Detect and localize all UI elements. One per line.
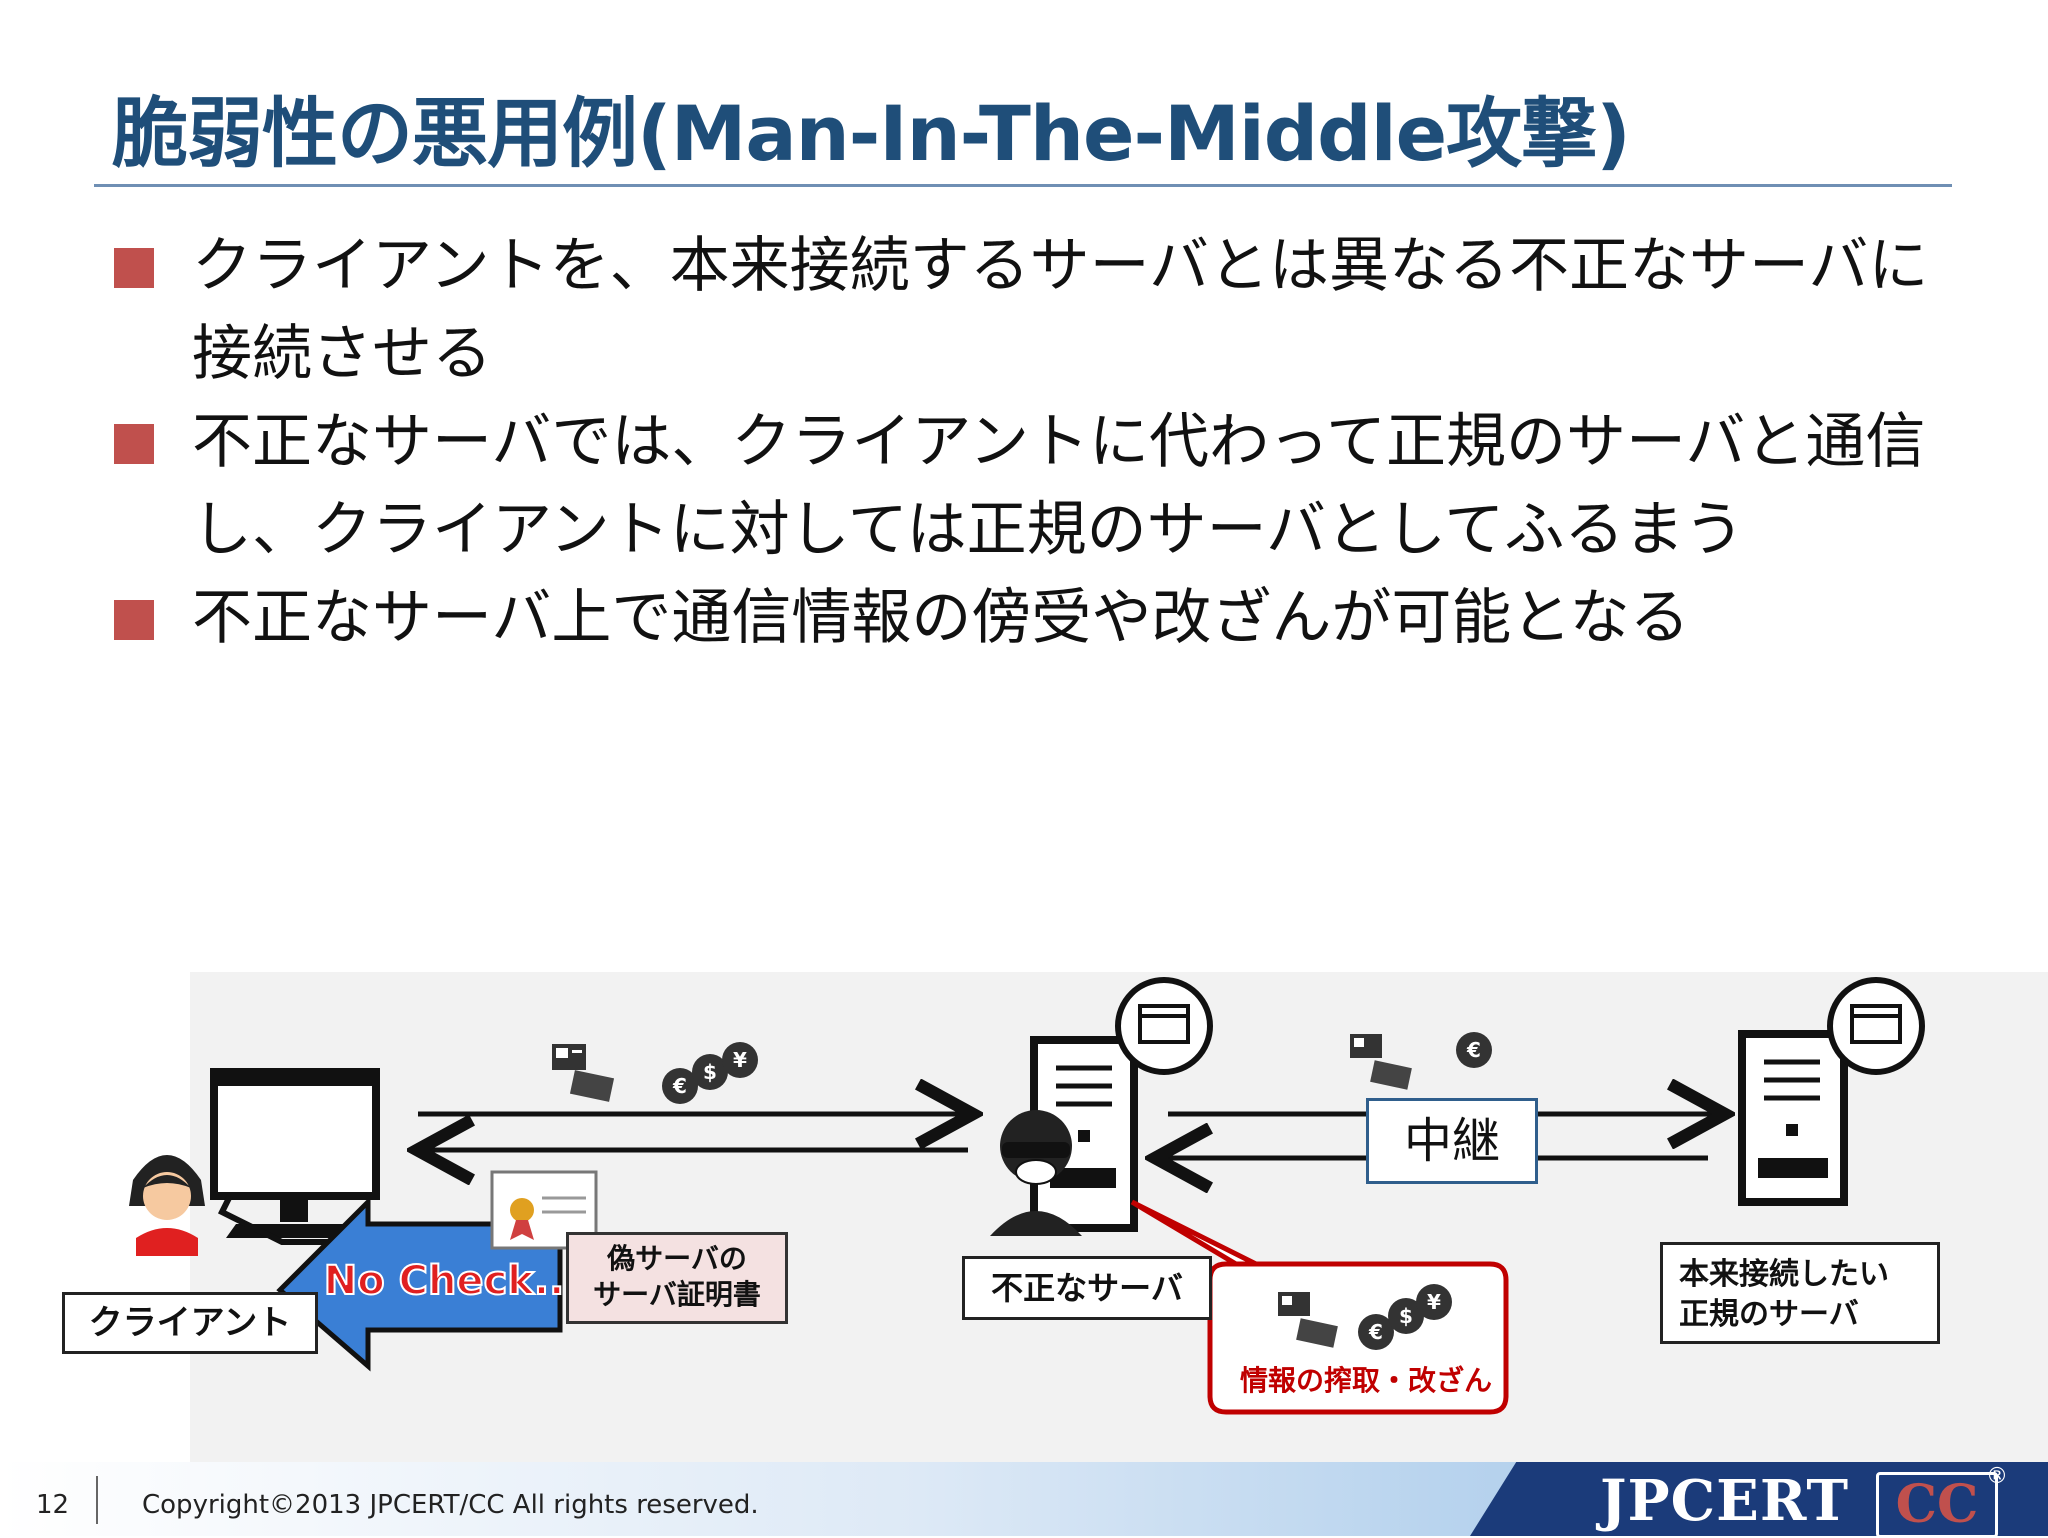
- id-card-icon: [552, 1044, 586, 1070]
- registered-mark: ®: [1986, 1464, 2008, 1489]
- money-bags-icon: [1358, 1284, 1452, 1350]
- money-bags-icon: [662, 1042, 758, 1104]
- square-bullet-icon: [114, 424, 154, 464]
- currency-symbol: $: [703, 1060, 717, 1084]
- jpcert-logo-text: JPCERT: [1600, 1468, 1850, 1534]
- bullet-item: 不正なサーバでは、クライアントに代わって正規のサーバと通信し、クライアントに対し…: [110, 398, 1930, 574]
- computer-monitor-icon: [210, 1068, 380, 1245]
- currency-symbol: ¥: [733, 1048, 747, 1072]
- browser-bubble-icon: [1827, 977, 1925, 1075]
- rogue-server-label: 不正なサーバ: [962, 1256, 1212, 1320]
- id-card-icon: [1350, 1034, 1382, 1058]
- theft-label: 情報の搾取・改ざん: [1240, 1364, 1492, 1397]
- currency-symbol: €: [672, 1074, 687, 1098]
- credit-card-icon: [1370, 1060, 1412, 1090]
- fake-cert-line1: 偽サーバの: [607, 1242, 747, 1275]
- bullet-text: クライアントを、本来接続するサーバとは異なる不正なサーバに接続させる: [192, 231, 1929, 389]
- fake-cert-label: 偽サーバの サーバ証明書: [566, 1232, 788, 1324]
- fake-cert-line2: サーバ証明書: [593, 1278, 761, 1311]
- legit-server-label: 本来接続したい 正規のサーバ: [1660, 1242, 1940, 1344]
- bullet-item: 不正なサーバ上で通信情報の傍受や改ざんが可能となる: [110, 574, 1930, 662]
- page-number: 12: [36, 1490, 70, 1520]
- client-person-icon: [129, 1155, 205, 1256]
- credit-card-icon: [569, 1070, 615, 1102]
- credit-card-icon: [1296, 1318, 1338, 1348]
- no-check-text: No Check..: [324, 1258, 565, 1304]
- bullet-list: クライアントを、本来接続するサーバとは異なる不正なサーバに接続させる 不正なサー…: [110, 222, 1930, 662]
- currency-symbol: ¥: [1427, 1290, 1441, 1314]
- money-bag-icon: [1456, 1032, 1492, 1068]
- bullet-text: 不正なサーバ上で通信情報の傍受や改ざんが可能となる: [192, 583, 1690, 653]
- bullet-text: 不正なサーバでは、クライアントに代わって正規のサーバと通信し、クライアントに対し…: [192, 407, 1926, 565]
- copyright-text: Copyright©2013 JPCERT/CC All rights rese…: [142, 1490, 759, 1520]
- id-card-icon: [1278, 1292, 1310, 1316]
- title-divider: [94, 184, 1952, 187]
- square-bullet-icon: [114, 248, 154, 288]
- theft-callout: [1130, 1199, 1509, 1415]
- slide-title: 脆弱性の悪用例(Man-In-The-Middle攻撃): [112, 89, 1631, 178]
- hacker-icon: [990, 1110, 1082, 1236]
- legit-server-icon: [1738, 1030, 1848, 1206]
- jpcert-logo-cc: CC: [1876, 1472, 1998, 1538]
- client-label: クライアント: [62, 1292, 318, 1354]
- relay-label: 中継: [1366, 1098, 1538, 1184]
- browser-bubble-icon: [1115, 977, 1213, 1075]
- currency-symbol: €: [1368, 1320, 1383, 1344]
- currency-symbol: €: [1466, 1038, 1481, 1062]
- currency-symbol: $: [1399, 1304, 1413, 1328]
- footer-divider: [96, 1476, 98, 1524]
- legit-server-line1: 本来接続したい: [1679, 1257, 1889, 1292]
- bullet-item: クライアントを、本来接続するサーバとは異なる不正なサーバに接続させる: [110, 222, 1930, 398]
- legit-server-line2: 正規のサーバ: [1679, 1297, 1859, 1332]
- square-bullet-icon: [114, 600, 154, 640]
